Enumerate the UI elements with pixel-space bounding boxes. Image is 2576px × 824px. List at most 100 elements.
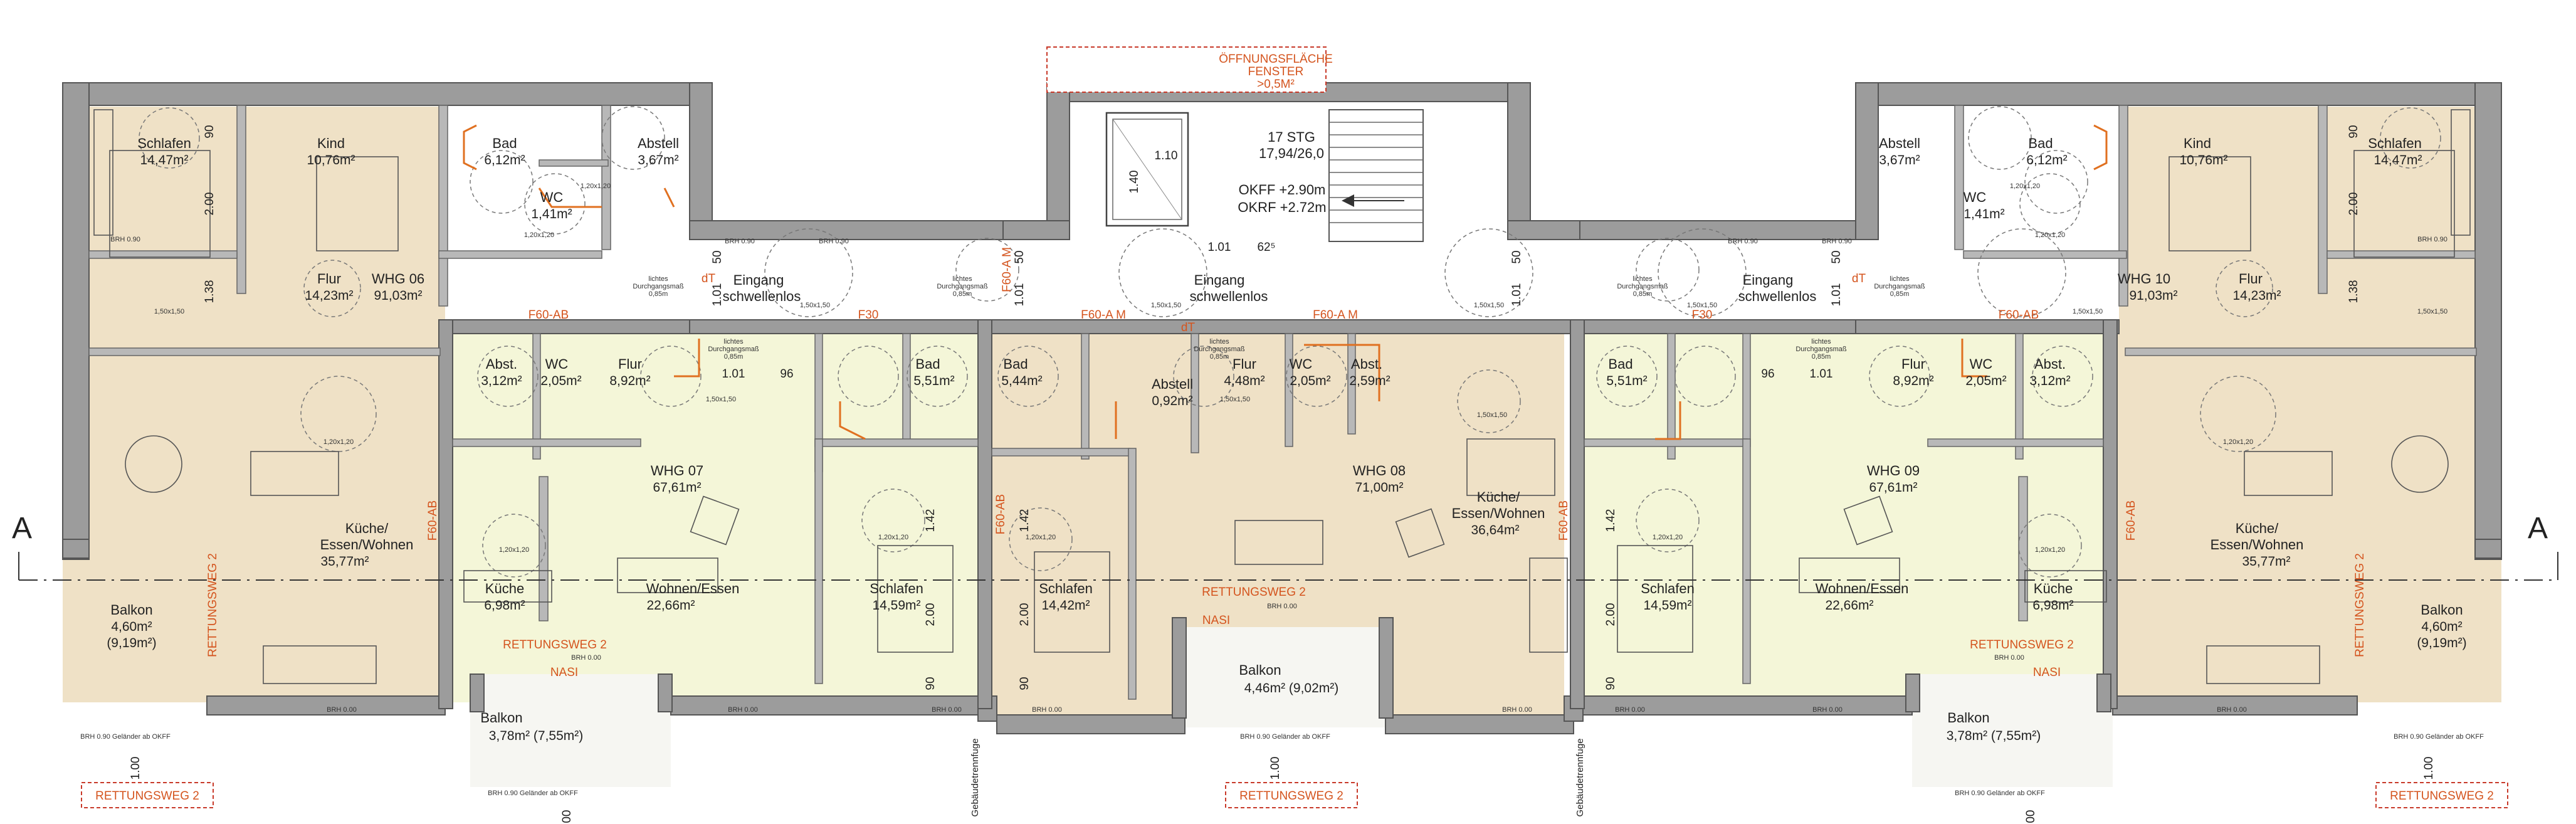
- unit-area-09: 67,61m²: [1869, 480, 1917, 495]
- room-label-07-kuche: Küche: [485, 581, 524, 596]
- dim-138-left: 1.38: [203, 280, 216, 304]
- room-area-09-wc: 2,05m²: [1965, 374, 2006, 388]
- note-085-7: 0,85m: [1890, 290, 1910, 298]
- dim-142-08: 1.42: [1018, 509, 1031, 532]
- note-c120-3: 1,20x1,20: [2010, 182, 2040, 190]
- brh-000-2: BRH 0.00: [571, 654, 601, 662]
- brh-000-8: BRH 0.00: [1615, 706, 1645, 714]
- note-c120-2: 1,20x1,20: [524, 231, 554, 239]
- note-durch-6: Durchgangsmaß: [1795, 346, 1847, 353]
- interior-walls: [88, 105, 2477, 700]
- section-mark-left: A: [12, 512, 32, 545]
- fire-f60am-right: F60-A M: [1313, 309, 1358, 322]
- room-label-08-kuche-b: Essen/Wohnen: [1452, 505, 1545, 521]
- note-lichtes-5: lichtes: [1632, 275, 1653, 283]
- dim-96-07: 96: [780, 367, 793, 381]
- room-label-06-kind: Kind: [317, 135, 345, 151]
- note-c120-11: 1,20x1,20: [2035, 546, 2065, 554]
- clear-width-notes: lichtes Durchgangsmaß 0,85m lichtes Durc…: [633, 275, 1925, 361]
- room-label-06-kuche-a: Küche/: [345, 520, 389, 536]
- escape-route-box-left: [81, 782, 214, 808]
- fire-f60ab-left: F60-AB: [528, 309, 569, 322]
- stair-rise: 17,94/26,0: [1259, 145, 1324, 161]
- dim-100-left: 1.00: [129, 757, 142, 780]
- note-c150-10: 1,50x1,50: [1477, 411, 1507, 419]
- dim-200-left: 2.00: [203, 193, 216, 216]
- room-area-08-wc: 2,05m²: [1290, 374, 1330, 388]
- brh-090-6: BRH 0.90: [2417, 236, 2447, 243]
- note-lichtes-7: lichtes: [1890, 275, 1910, 283]
- room-label-06-bad: Bad: [492, 135, 517, 151]
- fire-rw-09: RETTUNGSWEG 2: [1970, 638, 2074, 652]
- note-durch-4: Durchgangsmaß: [1194, 346, 1245, 353]
- outer-walls: [62, 82, 2502, 734]
- fire-f60ab-v1: F60-AB: [426, 500, 439, 541]
- railing-note-09: BRH 0.90 Geländer ab OKFF: [1955, 790, 2045, 797]
- note-c150-9: 1,50x1,50: [1220, 396, 1250, 403]
- room-area-06-abstell: 3,67m²: [638, 153, 678, 167]
- brh-000-1: BRH 0.00: [327, 706, 357, 714]
- unit-label-07: WHG 07: [651, 463, 703, 478]
- note-c120-7: 1,20x1,20: [499, 546, 529, 554]
- room-label-06-schlafen: Schlafen: [137, 135, 191, 151]
- room-label-10-kind: Kind: [2184, 135, 2211, 151]
- stair-steps: 17 STG: [1268, 129, 1315, 145]
- fire-nasi-09: NASI: [2033, 666, 2061, 679]
- room-area-06-flur: 14,23m²: [305, 288, 353, 303]
- room-area-08-balkon: 4,46m² (9,02m²): [1244, 681, 1339, 695]
- note-lichtes-3: lichtes: [723, 338, 744, 346]
- dim-200-08: 2.00: [1018, 603, 1031, 626]
- note-durch-2: Durchgangsmaß: [937, 283, 988, 290]
- escape-route-box-right: [2375, 782, 2508, 808]
- unit-area-10: 91,03m²: [2129, 288, 2177, 303]
- dim-50-v-cl: 50: [1013, 250, 1026, 263]
- room-fills: [63, 107, 2501, 787]
- room-area-10-kind: 10,76m²: [2179, 153, 2227, 167]
- room-label-07-balkon: Balkon: [480, 710, 522, 726]
- brh-000-10: BRH 0.00: [1994, 654, 2024, 662]
- note-lichtes-1: lichtes: [648, 275, 668, 283]
- room-area-07-kuche: 6,98m²: [484, 598, 525, 613]
- note-c150-5: 1,50x1,50: [1687, 302, 1717, 309]
- window-note-line3: >0,5M²: [1257, 78, 1295, 91]
- room-label-08-wc: WC: [1290, 356, 1313, 372]
- note-durch-5: Durchgangsmaß: [1617, 283, 1668, 290]
- room-area-10-balkon: 4,60m²: [2421, 620, 2462, 634]
- room-label-08-flur: Flur: [1233, 356, 1256, 372]
- note-085-3: 0,85m: [724, 353, 744, 361]
- room-area-09-wohnen: 22,66m²: [1825, 598, 1873, 613]
- unit-label-06: WHG 06: [372, 271, 424, 287]
- room-area-10-abstell: 3,67m²: [1879, 153, 1920, 167]
- room-label-09-kuche: Küche: [2034, 581, 2073, 596]
- note-085-1: 0,85m: [649, 290, 668, 298]
- brh-090-5: BRH 0.90: [110, 236, 140, 243]
- room-label-06-kuche-b: Essen/Wohnen: [320, 537, 414, 552]
- room-area-09-flur: 8,92m²: [1893, 374, 1933, 388]
- room-area-08-flur: 4,48m²: [1224, 374, 1264, 388]
- room-label-09-abst: Abst.: [2034, 356, 2066, 372]
- brh-000-9: BRH 0.00: [1812, 706, 1843, 714]
- brh-000-7: BRH 0.00: [1502, 706, 1532, 714]
- room-area-09-schlafen: 14,59m²: [1643, 598, 1691, 613]
- room-label-07-schlafen: Schlafen: [870, 581, 923, 596]
- stair-okff: OKFF +2.90m: [1239, 182, 1326, 198]
- room-label-07-abst: Abst.: [486, 356, 517, 372]
- section-mark-right: A: [2528, 512, 2548, 545]
- note-c150-1: 1,50x1,50: [154, 308, 184, 315]
- entrance-center-line1: Eingang: [1194, 272, 1245, 288]
- room-area-10-bad: 6,12m²: [2026, 153, 2067, 167]
- expansion-joint-left: Gebäudetrennfuge: [970, 738, 980, 816]
- room-area-07-wc: 2,05m²: [540, 374, 581, 388]
- fire-dt-3: dT: [1852, 272, 1866, 285]
- dim-138-right: 1.38: [2347, 280, 2360, 304]
- unit-label-10: WHG 10: [2118, 271, 2170, 287]
- dim-200-09: 2.00: [1604, 603, 1617, 626]
- room-area-06-kind: 10,76m²: [307, 153, 355, 167]
- dim-50-v-cr: 50: [1510, 250, 1523, 263]
- room-label-07-wc: WC: [545, 356, 569, 372]
- room-label-10-flur: Flur: [2239, 271, 2263, 287]
- room-area-08-schlafen: 14,42m²: [1041, 598, 1090, 613]
- room-area-08-abstell: 0,92m²: [1152, 394, 1192, 408]
- entrance-center-line2: schwellenlos: [1190, 288, 1268, 304]
